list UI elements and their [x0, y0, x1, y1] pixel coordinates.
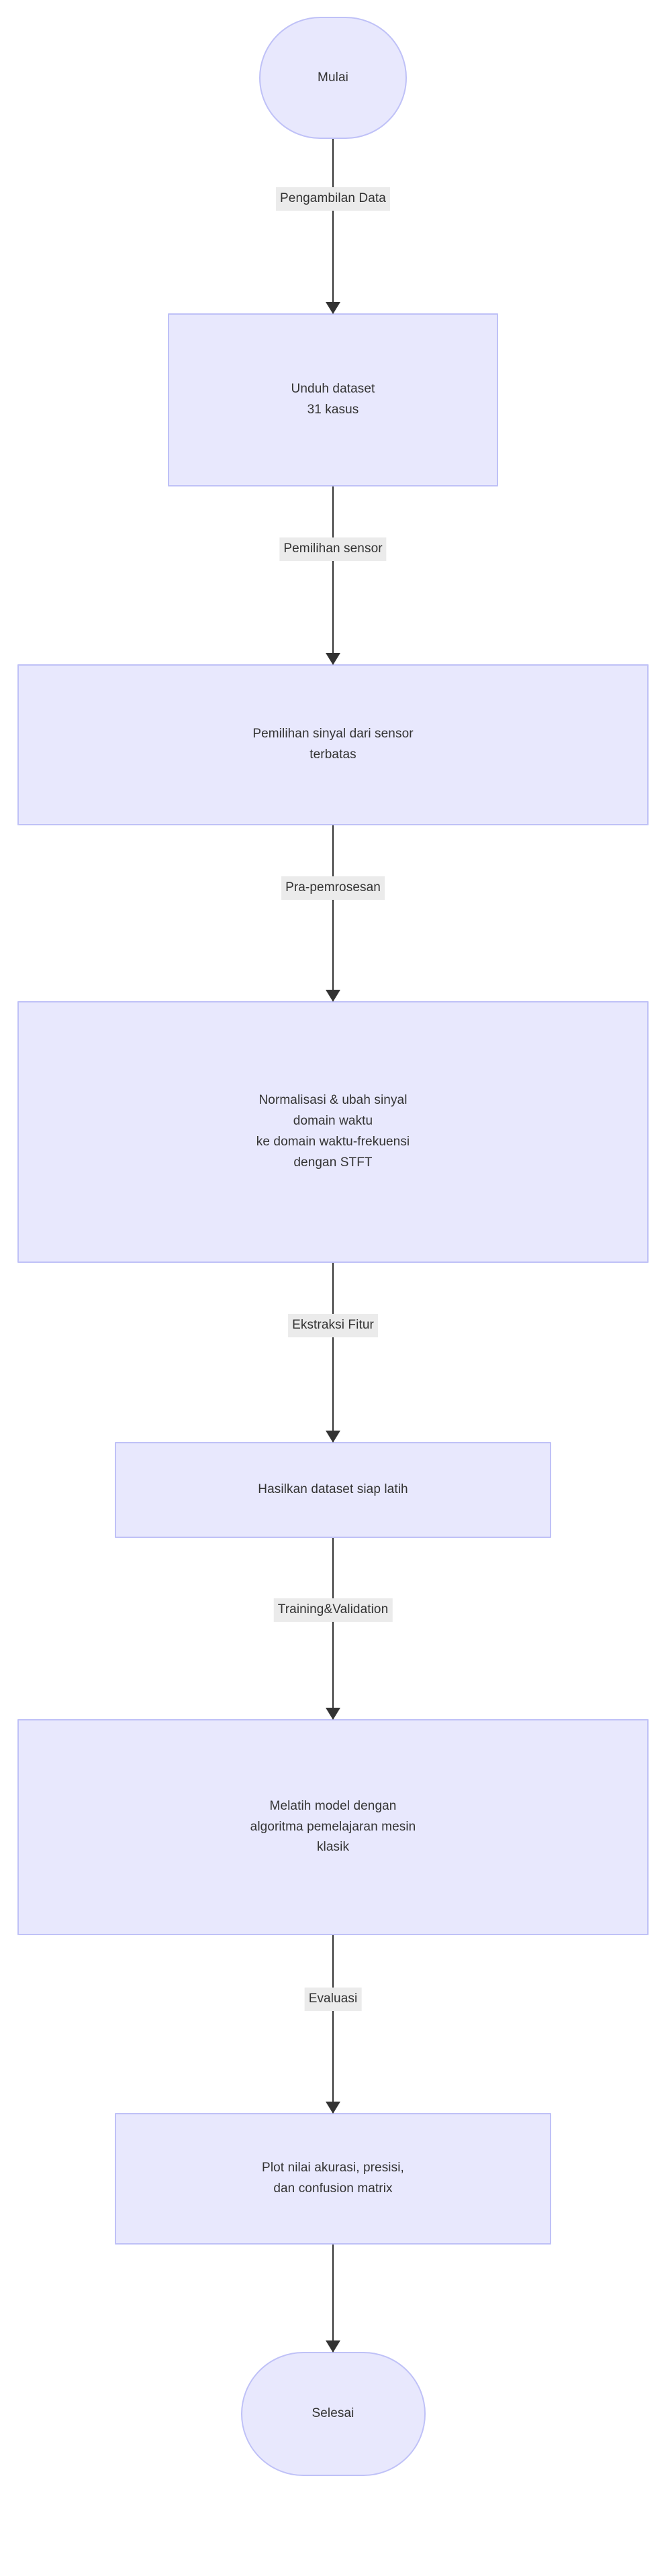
node-train-model-line-1: algoritma pemelajaran mesin [250, 1819, 416, 1834]
node-plot-metrics[interactable]: Plot nilai akurasi, presisi, dan confusi… [115, 2113, 551, 2245]
edge-preprocess-to-dataset-ready: Ekstraksi Fitur [288, 1263, 378, 1443]
node-download-line-1: 31 kasus [307, 403, 359, 417]
arrow-head-icon [326, 2340, 340, 2353]
node-end-line-0: Selesai [312, 2406, 354, 2421]
edge-select-signal-to-preprocess: Pra-pemrosesan [281, 825, 385, 1002]
node-train-model-line-0: Melatih model dengan [269, 1798, 397, 1813]
edge-plot-metrics-to-end [326, 2245, 340, 2353]
edge-download-to-select-signal: Pemilihan sensor [279, 486, 387, 665]
node-start[interactable]: Mulai [259, 17, 407, 139]
arrow-head-icon [326, 990, 340, 1002]
edge-label-evaluasi: Evaluasi [304, 1988, 362, 2011]
node-plot-metrics-line-0: Plot nilai akurasi, presisi, [262, 2161, 404, 2175]
edge-train-model-to-plot-metrics: Evaluasi [304, 1935, 362, 2114]
arrow-head-icon [326, 302, 340, 314]
node-preprocess-line-1: domain waktu [293, 1114, 373, 1129]
node-preprocess-line-2: ke domain waktu-frekuensi [256, 1135, 410, 1149]
edge-label-pemilihan-sensor: Pemilihan sensor [279, 537, 387, 561]
node-select-signal[interactable]: Pemilihan sinyal dari sensor terbatas [17, 664, 649, 825]
edge-start-to-download: Pengambilan Data [276, 139, 390, 314]
arrow-head-icon [326, 2102, 340, 2114]
node-train-model[interactable]: Melatih model dengan algoritma pemelajar… [17, 1719, 649, 1935]
node-end[interactable]: Selesai [240, 2352, 426, 2476]
edge-label-ekstraksi-fitur: Ekstraksi Fitur [288, 1314, 378, 1337]
node-download[interactable]: Unduh dataset 31 kasus [168, 313, 498, 486]
node-preprocess-line-0: Normalisasi & ubah sinyal [258, 1093, 408, 1108]
node-preprocess[interactable]: Normalisasi & ubah sinyal domain waktu k… [17, 1001, 649, 1263]
node-preprocess-line-3: dengan STFT [293, 1155, 373, 1170]
edge-label-pengambilan-data: Pengambilan Data [276, 187, 390, 211]
node-dataset-ready[interactable]: Hasilkan dataset siap latih [115, 1442, 551, 1538]
edge-label-training-validation: Training&Validation [273, 1598, 393, 1622]
node-plot-metrics-line-1: dan confusion matrix [273, 2181, 393, 2196]
edge-label-pra-pemrosesan: Pra-pemrosesan [281, 876, 385, 900]
node-dataset-ready-line-0: Hasilkan dataset siap latih [258, 1482, 408, 1497]
node-train-model-line-2: klasik [316, 1840, 350, 1855]
arrow-head-icon [326, 1431, 340, 1443]
arrow-head-icon [326, 1708, 340, 1720]
node-select-signal-line-0: Pemilihan sinyal dari sensor [252, 727, 414, 741]
edge-dataset-ready-to-train-model: Training&Validation [273, 1538, 393, 1720]
node-select-signal-line-1: terbatas [310, 748, 356, 762]
node-download-line-0: Unduh dataset [291, 382, 375, 397]
arrow-head-icon [326, 653, 340, 665]
node-start-line-0: Mulai [318, 70, 348, 85]
